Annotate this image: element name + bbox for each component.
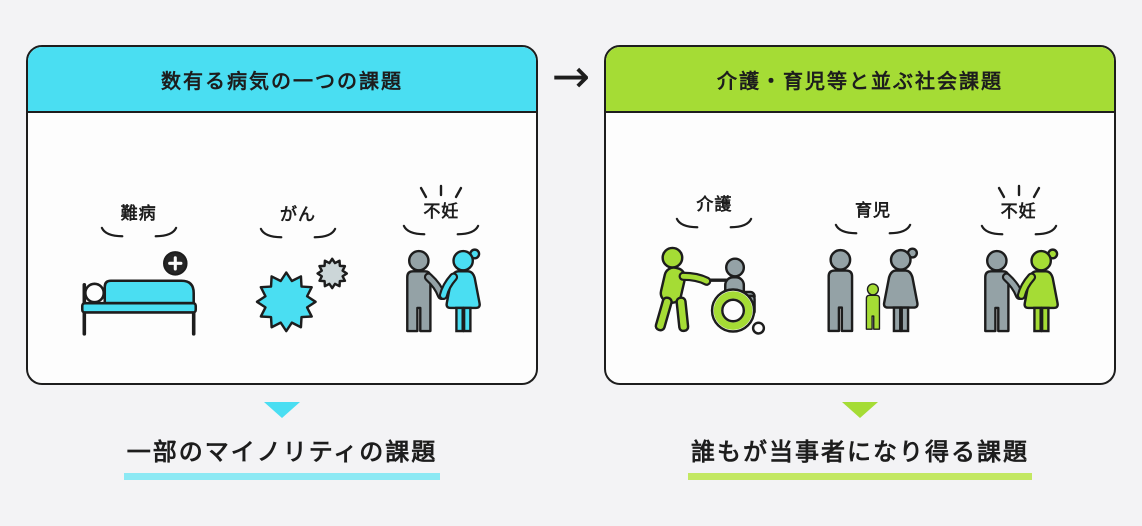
item-label: 不妊 bbox=[423, 201, 460, 222]
down-triangle-icon bbox=[842, 402, 878, 418]
emphasis-marks-icon bbox=[997, 184, 1040, 198]
label-bracket-icon bbox=[403, 224, 480, 236]
right-conclusion: 誰もが当事者になり得る課題 bbox=[688, 432, 1032, 480]
caregiving-item: 介護 bbox=[648, 195, 780, 337]
couple-icon bbox=[406, 248, 482, 333]
cancer-cells-icon bbox=[255, 257, 349, 333]
left-section: 数有る病気の一つの課題 難病 bbox=[26, 45, 538, 480]
conclusion-text: 一部のマイノリティの課題 bbox=[123, 432, 441, 480]
right-panel: 介護・育児等と並ぶ社会課題 介護 bbox=[604, 45, 1116, 385]
caregiver-wheelchair-icon bbox=[654, 246, 766, 335]
couple-icon bbox=[983, 248, 1059, 333]
left-panel-header: 数有る病気の一つの課題 bbox=[28, 47, 536, 113]
intractable-disease-item: 難病 bbox=[70, 204, 208, 337]
sick-bed-icon bbox=[80, 251, 197, 336]
label-bracket-icon bbox=[980, 224, 1057, 236]
item-label: 不妊 bbox=[1000, 201, 1037, 222]
down-triangle-icon bbox=[264, 402, 300, 418]
right-panel-body: 介護 bbox=[606, 113, 1114, 383]
emphasis-marks-icon bbox=[420, 184, 463, 198]
family-childcare-icon bbox=[827, 247, 919, 333]
infertility-item: 不妊 bbox=[966, 184, 1072, 337]
label-bracket-icon bbox=[834, 223, 912, 235]
infographic-canvas: 数有る病気の一つの課題 難病 bbox=[26, 45, 1116, 480]
cancer-item: がん bbox=[243, 205, 353, 337]
item-label: がん bbox=[279, 204, 316, 225]
left-conclusion: 一部のマイノリティの課題 bbox=[123, 432, 441, 480]
childcare-item: 育児 bbox=[817, 201, 929, 337]
item-label: 難病 bbox=[120, 203, 157, 224]
conclusion-text: 誰もが当事者になり得る課題 bbox=[688, 432, 1032, 480]
right-panel-header: 介護・育児等と並ぶ社会課題 bbox=[606, 47, 1114, 113]
item-label: 介護 bbox=[696, 194, 733, 215]
right-arrow-icon: → bbox=[551, 49, 591, 103]
label-bracket-icon bbox=[259, 227, 337, 239]
label-bracket-icon bbox=[676, 217, 753, 229]
left-panel-body: 難病 がん bbox=[28, 113, 536, 383]
label-bracket-icon bbox=[100, 226, 177, 238]
right-section: 介護・育児等と並ぶ社会課題 介護 bbox=[604, 45, 1116, 480]
left-panel: 数有る病気の一つの課題 難病 bbox=[26, 45, 538, 385]
item-label: 育児 bbox=[854, 200, 891, 221]
infertility-item: 不妊 bbox=[388, 184, 494, 337]
